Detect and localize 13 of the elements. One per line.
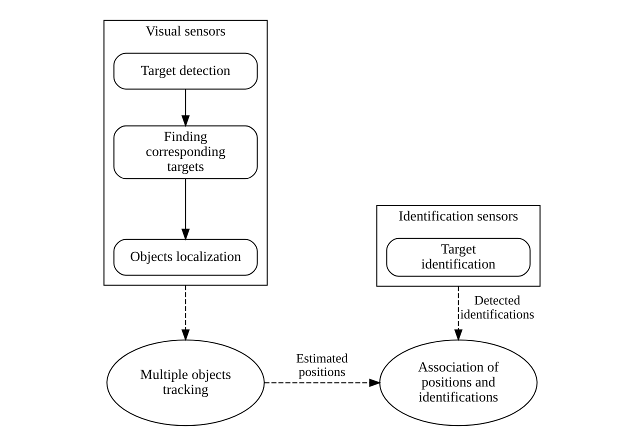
node-ellipse: Multiple objects tracking <box>106 339 264 426</box>
edge-label: Estimated positions <box>296 350 348 380</box>
arrow <box>180 178 190 241</box>
node-ellipse: Association of positions and identifications <box>378 339 538 426</box>
edge-label: Detected identifications <box>460 292 534 322</box>
node-box: Target detection <box>112 52 258 90</box>
arrow <box>180 284 190 342</box>
node-box: Objects localization <box>112 238 258 276</box>
arrow <box>264 378 381 387</box>
node-box: Target identification <box>386 238 530 277</box>
arrow <box>180 88 190 128</box>
arrow <box>454 286 462 342</box>
node-box: Finding corresponding targets <box>112 125 258 180</box>
